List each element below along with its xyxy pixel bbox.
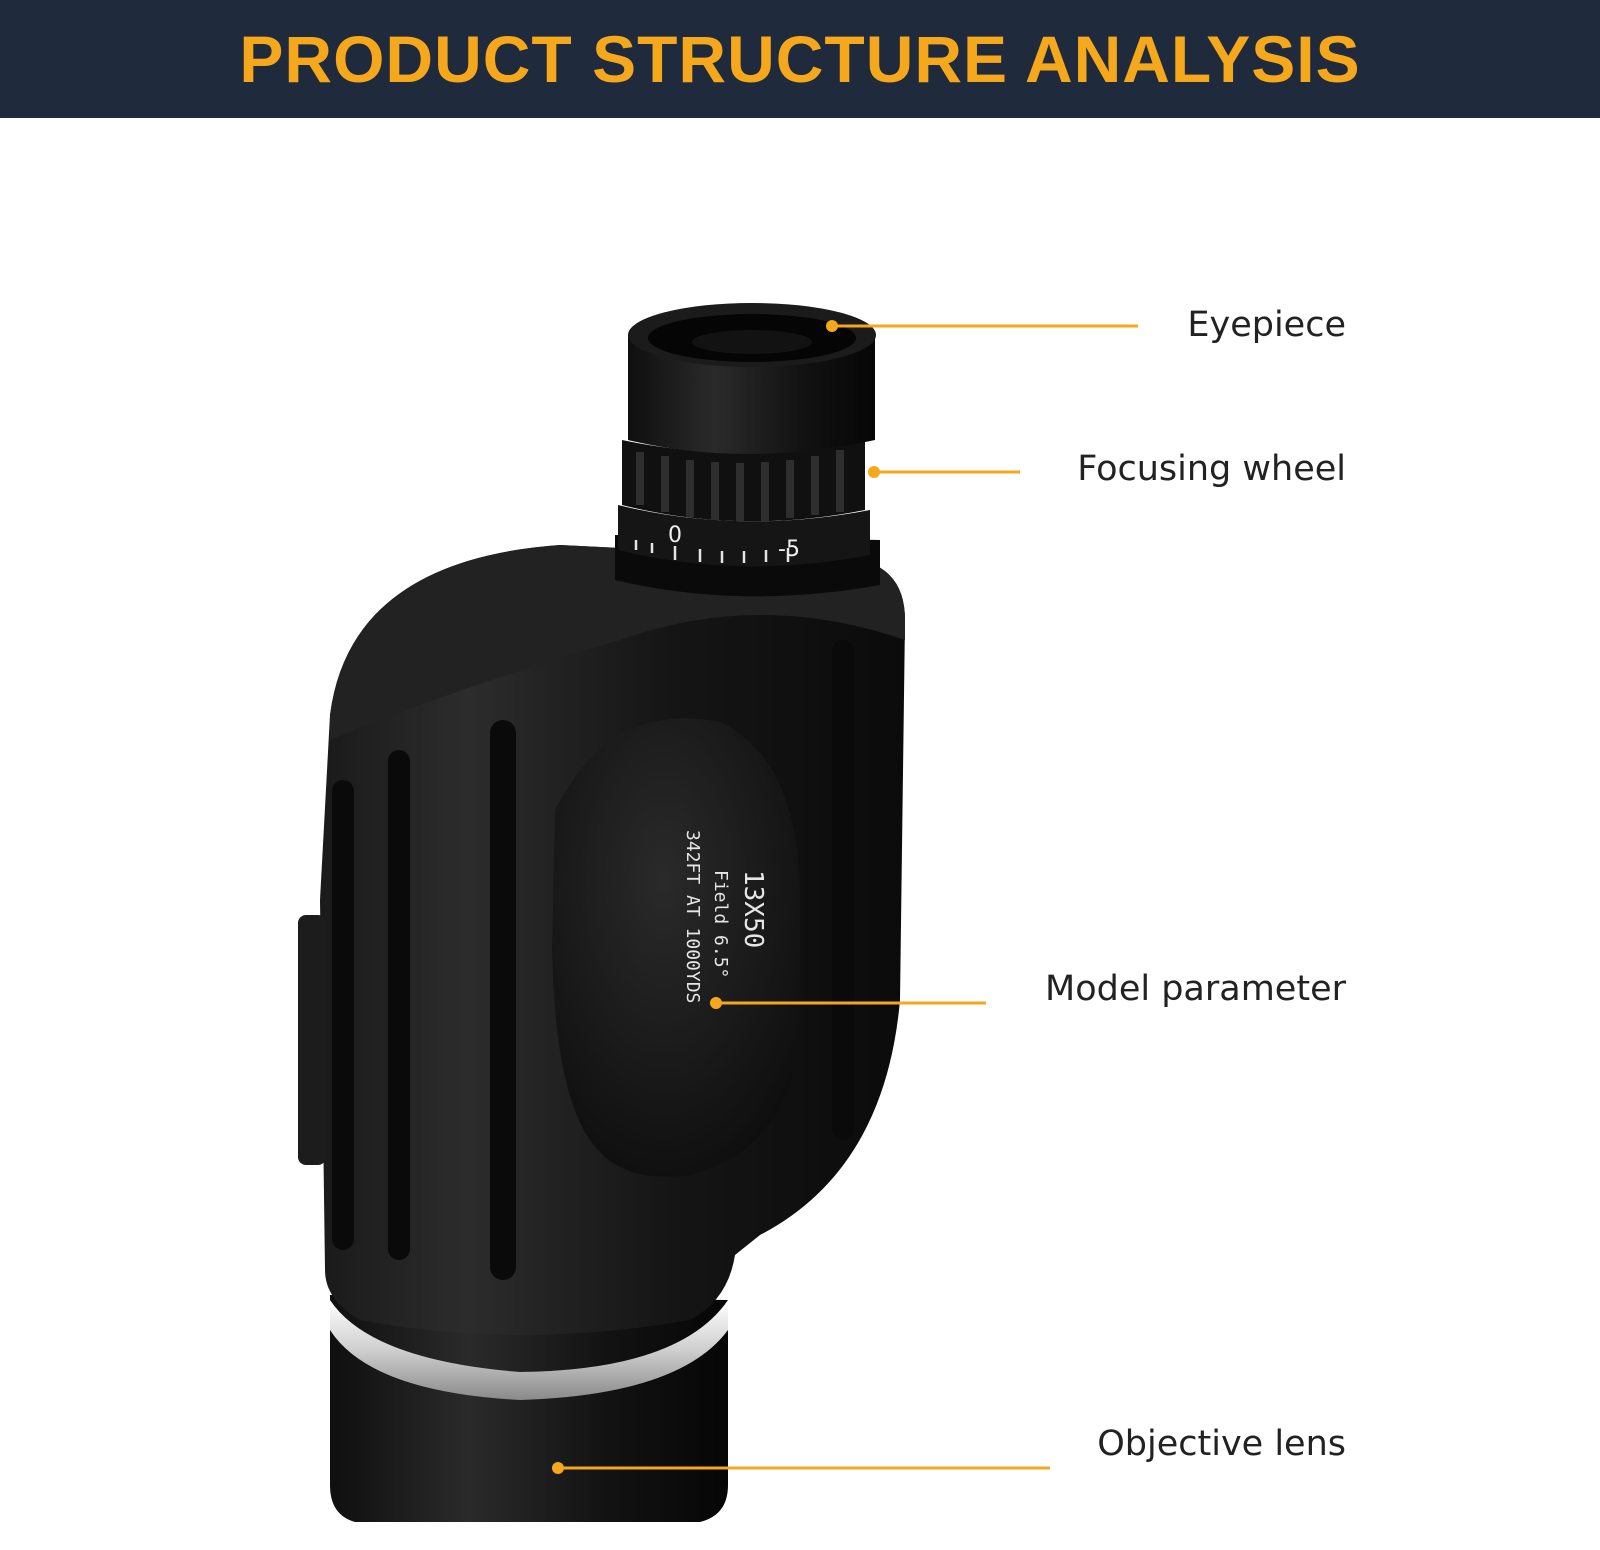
eyepiece-assembly: 0 -5 <box>615 303 880 597</box>
callout-focusing-wheel: Focusing wheel <box>1077 449 1346 489</box>
spec-panel <box>552 718 800 1177</box>
callout-dot-objective-lens <box>552 1462 564 1474</box>
diopter-dial <box>618 505 870 567</box>
side-button <box>298 915 326 1165</box>
eyecup <box>628 335 875 454</box>
callout-objective-lens: Objective lens <box>1097 1424 1346 1464</box>
dial-minus5-label: -5 <box>778 537 800 562</box>
grip-ridge <box>832 640 854 1140</box>
callout-leaders <box>552 320 1138 1474</box>
spec-model: 13X50 <box>738 870 768 948</box>
knurl-ribs <box>636 450 844 521</box>
dial-zero-label: 0 <box>668 523 682 548</box>
monocular-body: 13X50 Field 6.5° 342FT AT 1000YDS <box>298 545 905 1335</box>
callout-eyepiece: Eyepiece <box>1187 305 1346 345</box>
header-banner: PRODUCT STRUCTURE ANALYSIS <box>0 0 1600 118</box>
spec-field: Field 6.5° <box>710 870 731 978</box>
dial-ticks <box>634 540 790 563</box>
callout-dot-model-parameter <box>710 997 722 1009</box>
grip-ridge <box>388 750 410 1260</box>
page-title: PRODUCT STRUCTURE ANALYSIS <box>239 22 1361 96</box>
callout-dot-focusing-wheel <box>868 466 880 478</box>
callout-model-parameter: Model parameter <box>1045 969 1346 1009</box>
grip-ridge <box>490 720 516 1280</box>
spec-distance: 342FT AT 1000YDS <box>682 830 703 1003</box>
callout-dot-eyepiece <box>826 320 838 332</box>
grip-ridge <box>332 780 354 1250</box>
silver-trim-ring <box>330 1300 728 1400</box>
objective-barrel <box>330 1295 728 1522</box>
